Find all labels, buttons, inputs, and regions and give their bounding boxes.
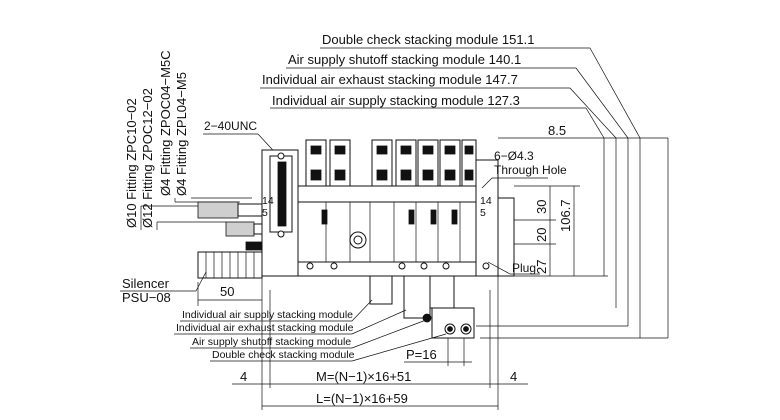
- module-dividers: [321, 202, 461, 262]
- label-silencer-model: PSU−08: [122, 290, 171, 305]
- label-fitting-4-m5c: Ø4 Fitting ZPOC04−M5C: [158, 50, 173, 196]
- port-mark-5-right: 5: [480, 207, 486, 219]
- port-mark-14-left: 14: [262, 195, 274, 207]
- dim-l-formula: L=(N−1)×16+59: [316, 391, 408, 406]
- label-fitting-10: Ø10 Fitting ZPC10−02: [124, 98, 139, 228]
- manifold-assembly: 14 5 14 5: [197, 139, 515, 339]
- label-plug: Plug: [512, 261, 536, 275]
- label-hole-count: 6−Ø4.3: [494, 149, 534, 163]
- dim-overall-group: 4 4 M=(N−1)×16+51 L=(N−1)×16+59: [232, 276, 528, 410]
- dim-50: 50: [220, 284, 234, 299]
- label-bottom-check: Double check stacking module: [212, 349, 355, 361]
- dim-50-group: 50: [197, 282, 262, 306]
- label-silencer: Silencer: [122, 276, 170, 291]
- dim-106-7: 106.7: [558, 199, 573, 232]
- dim-8-5: 8.5: [548, 123, 566, 138]
- through-holes: [306, 262, 490, 270]
- label-fitting-12: Ø12 Fitting ZPOC12−02: [140, 88, 155, 228]
- label-through-hole: Through Hole: [494, 163, 567, 177]
- label-supply-module: Individual air supply stacking module 12…: [272, 93, 520, 108]
- dim-pitch: P=16: [406, 347, 437, 362]
- label-fitting-4-m5: Ø4 Fitting ZPL04−M5: [174, 72, 189, 196]
- label-air-shutoff-module: Air supply shutoff stacking module 140.1: [288, 52, 521, 67]
- left-fittings: [197, 201, 263, 251]
- label-double-check-module: Double check stacking module 151.1: [322, 32, 534, 47]
- dsub-pins: [277, 161, 287, 227]
- bottom-stacking-modules: [369, 275, 475, 339]
- dim-20: 20: [534, 228, 549, 242]
- label-bottom-shutoff: Air supply shutoff stacking module: [192, 336, 351, 348]
- port-mark-5-left: 5: [262, 207, 268, 219]
- dim-4-right: 4: [510, 369, 517, 384]
- label-exhaust-module: Individual air exhaust stacking module 1…: [262, 72, 518, 87]
- right-dimensions: 8.5 106.7 30 20 27: [476, 123, 669, 339]
- dim-30: 30: [534, 200, 549, 214]
- silencer-part: [197, 251, 263, 279]
- top-leader-lines: [260, 47, 641, 139]
- dim-27: 27: [534, 260, 549, 274]
- valve-stack: [305, 139, 477, 187]
- dim-m-formula: M=(N−1)×16+51: [316, 369, 411, 384]
- bottom-leader-lines: [174, 299, 447, 362]
- port-mark-14-right: 14: [480, 195, 492, 207]
- label-bottom-exhaust: Individual air exhaust stacking module: [176, 322, 354, 334]
- dim-pitch-group: P=16: [404, 338, 472, 366]
- dim-4-left: 4: [240, 369, 247, 384]
- label-thread-2-40unc: 2−40UNC: [204, 119, 257, 133]
- label-bottom-supply: Individual air supply stacking module: [182, 309, 353, 321]
